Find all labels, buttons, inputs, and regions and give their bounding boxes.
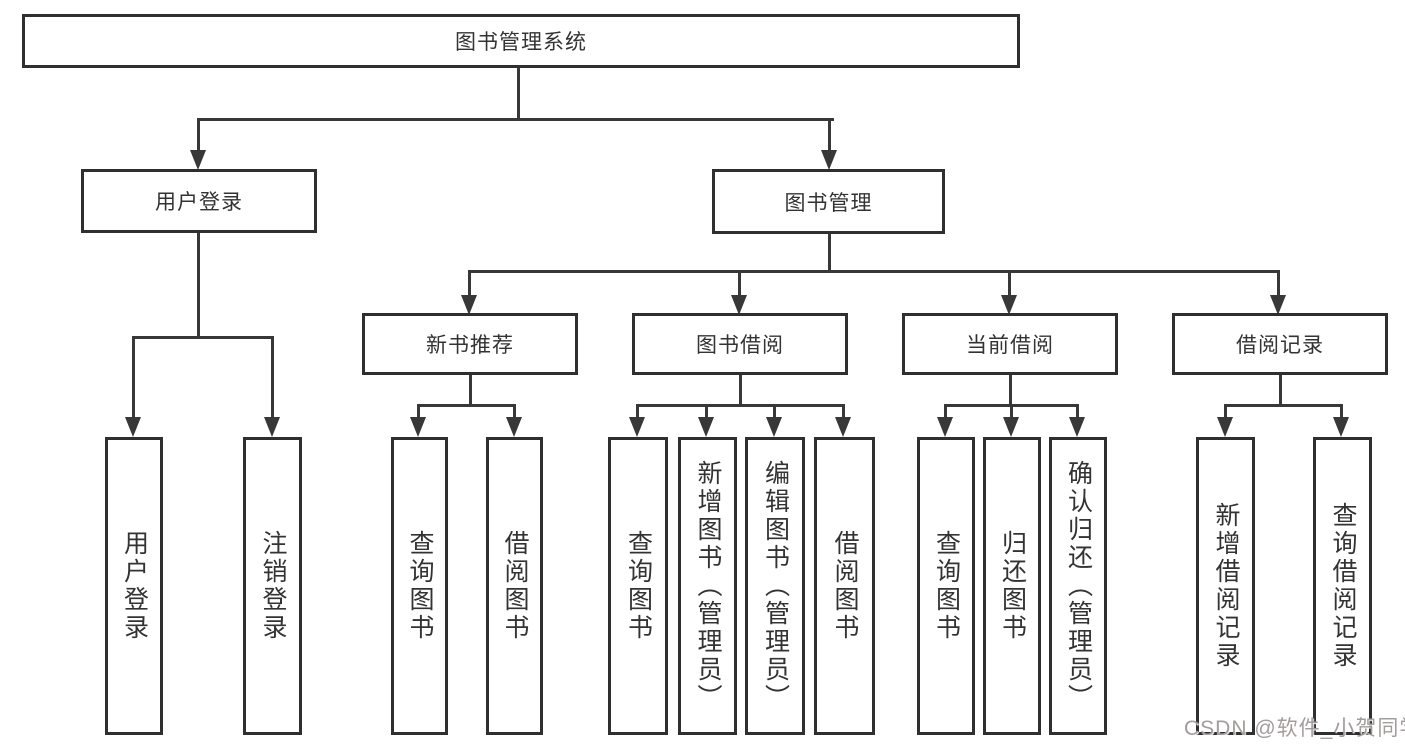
connector-borrow-stem [739, 375, 742, 407]
arrow-down-borrow-borrow [835, 417, 851, 437]
leaf-current-return-books: 归还图书 [983, 437, 1041, 735]
leaf-records-add-record: 新增借阅记录 [1196, 437, 1255, 735]
node-root: 图书管理系统 [22, 14, 1020, 68]
node-root-label: 图书管理系统 [455, 31, 587, 54]
leaf-borrow-borrow-books-label: 借阅图书 [831, 530, 859, 642]
arrow-down-leaf-logout [264, 417, 280, 437]
node-user-login-label: 用户登录 [155, 191, 243, 214]
connector-user-login-bus [132, 336, 274, 339]
connector-drop-borrow-records [1277, 270, 1280, 296]
connector-current-stem [1009, 375, 1012, 407]
node-book-management-label: 图书管理 [784, 191, 873, 215]
arrow-down-book-management [821, 150, 837, 170]
connector-drop-borrow-borrow [842, 404, 845, 420]
connector-records-stem [1279, 375, 1282, 407]
node-new-book-recommend: 新书推荐 [362, 313, 578, 375]
connector-drop-book-borrow [738, 270, 741, 296]
node-current-borrow: 当前借阅 [902, 313, 1118, 375]
node-current-borrow-label: 当前借阅 [966, 334, 1054, 357]
leaf-borrow-edit-books-admin-label: 编辑图书（管理员） [761, 460, 790, 712]
connector-drop-leaf-user-login [132, 336, 135, 418]
connector-drop-current-borrow [1008, 270, 1011, 296]
connector-records-bus [1224, 404, 1343, 407]
node-borrow-records-label: 借阅记录 [1236, 334, 1324, 357]
leaf-borrow-add-books-admin-label: 新增图书（管理员） [694, 460, 722, 712]
leaf-borrow-query-books-label: 查询图书 [624, 530, 653, 642]
leaf-records-query-record: 查询借阅记录 [1313, 437, 1372, 735]
connector-drop-book-management [828, 118, 831, 151]
arrow-down-book-borrow [731, 295, 747, 315]
node-book-borrow-label: 图书借阅 [696, 334, 784, 357]
leaf-logout-label: 注销登录 [259, 530, 287, 642]
leaf-records-query-record-label: 查询借阅记录 [1329, 502, 1357, 670]
leaf-recommend-query-books-label: 查询图书 [406, 530, 434, 642]
leaf-recommend-query-books: 查询图书 [391, 437, 448, 735]
connector-recommend-bus [417, 404, 516, 407]
connector-drop-recommend-borrow [513, 404, 516, 420]
node-book-borrow: 图书借阅 [632, 313, 848, 375]
arrow-down-current-query [937, 417, 953, 437]
connector-drop-borrow-add [705, 404, 708, 420]
arrow-down-borrow-query [629, 417, 645, 437]
connector-root-bus [197, 118, 834, 121]
arrow-down-current-confirm [1069, 417, 1085, 437]
connector-drop-current-return [1010, 404, 1013, 420]
leaf-current-query-books: 查询图书 [917, 437, 975, 735]
connector-user-login-stem [197, 233, 200, 339]
leaf-user-login: 用户登录 [105, 437, 163, 735]
leaf-current-query-books-label: 查询图书 [932, 530, 961, 642]
connector-drop-recommend-query [417, 404, 420, 420]
arrow-down-new-book-recommend [461, 295, 477, 315]
connector-book-management-stem [828, 234, 831, 273]
leaf-borrow-borrow-books: 借阅图书 [814, 437, 875, 735]
connector-drop-records-add [1224, 404, 1227, 420]
arrow-down-current-borrow [1001, 295, 1017, 315]
connector-drop-records-query [1340, 404, 1343, 420]
connector-book-management-bus [468, 270, 1280, 273]
arrow-down-borrow-edit [766, 417, 782, 437]
leaf-records-add-record-label: 新增借阅记录 [1212, 502, 1240, 670]
arrow-down-recommend-borrow [506, 417, 522, 437]
connector-drop-borrow-edit [773, 404, 776, 420]
connector-drop-current-query [944, 404, 947, 420]
arrow-down-records-query [1333, 417, 1349, 437]
connector-drop-leaf-logout [271, 336, 274, 418]
arrow-down-leaf-user-login [125, 417, 141, 437]
leaf-current-return-books-label: 归还图书 [998, 530, 1027, 642]
node-book-management: 图书管理 [712, 169, 945, 234]
connector-recommend-stem [469, 375, 472, 407]
arrow-down-recommend-query [410, 417, 426, 437]
leaf-current-confirm-return-admin: 确认归还（管理员） [1049, 437, 1107, 735]
connector-drop-new-book-recommend [468, 270, 471, 296]
arrow-down-borrow-records [1270, 295, 1286, 315]
leaf-borrow-query-books: 查询图书 [608, 437, 668, 735]
csdn-watermark: CSDN @软件_小贺同学 [1184, 717, 1405, 740]
leaf-current-confirm-return-admin-label: 确认归还（管理员） [1064, 460, 1093, 712]
leaf-borrow-add-books-admin: 新增图书（管理员） [678, 437, 737, 735]
leaf-recommend-borrow-books: 借阅图书 [486, 437, 543, 735]
leaf-user-login-label: 用户登录 [120, 530, 149, 642]
leaf-recommend-borrow-books-label: 借阅图书 [501, 530, 529, 642]
leaf-logout: 注销登录 [243, 437, 302, 735]
connector-drop-current-confirm [1076, 404, 1079, 420]
arrow-down-records-add [1217, 417, 1233, 437]
connector-drop-borrow-query [636, 404, 639, 420]
arrow-down-current-return [1003, 417, 1019, 437]
arrow-down-borrow-add [698, 417, 714, 437]
connector-drop-user-login [197, 118, 200, 151]
leaf-borrow-edit-books-admin: 编辑图书（管理员） [745, 437, 805, 735]
node-borrow-records: 借阅记录 [1172, 313, 1388, 375]
connector-borrow-bus [636, 404, 845, 407]
node-user-login: 用户登录 [81, 169, 317, 233]
node-new-book-recommend-label: 新书推荐 [426, 334, 514, 357]
connector-root-stem [517, 67, 520, 120]
arrow-down-user-login [190, 150, 206, 170]
